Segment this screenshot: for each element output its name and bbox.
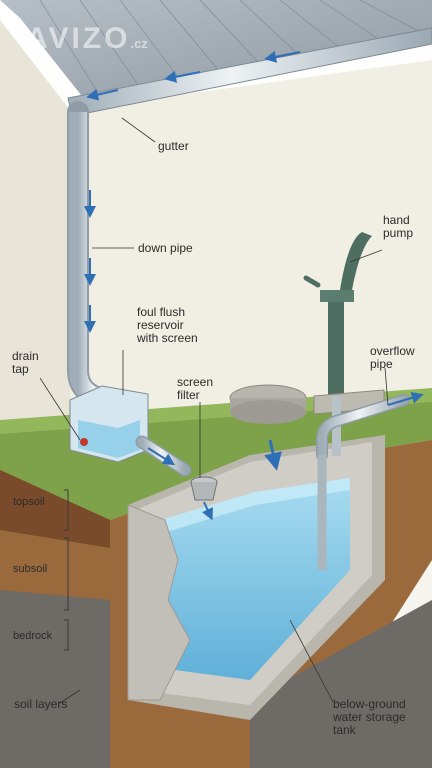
label-subsoil: subsoil bbox=[13, 563, 48, 575]
label-water-storage-tank: below-ground water storage tank bbox=[333, 697, 406, 737]
hand-pump bbox=[328, 300, 344, 400]
label-bedrock: bedrock bbox=[13, 630, 53, 642]
house-side-wall bbox=[0, 20, 70, 470]
label-soil-layers: soil layers bbox=[14, 697, 68, 711]
label-gutter: gutter bbox=[158, 139, 189, 153]
label-hand-pump: hand pump bbox=[383, 213, 414, 240]
label-overflow-pipe: overflow pipe bbox=[370, 344, 415, 371]
watermark: AVIZO.cz bbox=[26, 22, 148, 55]
subsoil-layer bbox=[0, 530, 110, 600]
label-down-pipe: down pipe bbox=[138, 241, 193, 255]
drain-tap bbox=[80, 438, 88, 446]
label-foul-flush-reservoir: foul flush reservoir with screen bbox=[137, 305, 198, 345]
stored-water bbox=[160, 478, 350, 680]
label-drain-tap: drain tap bbox=[12, 349, 39, 376]
roof bbox=[0, 0, 432, 100]
label-screen-filter: screen filter bbox=[177, 375, 214, 402]
bedrock-layer bbox=[0, 590, 110, 768]
label-topsoil: topsoil bbox=[13, 496, 45, 508]
